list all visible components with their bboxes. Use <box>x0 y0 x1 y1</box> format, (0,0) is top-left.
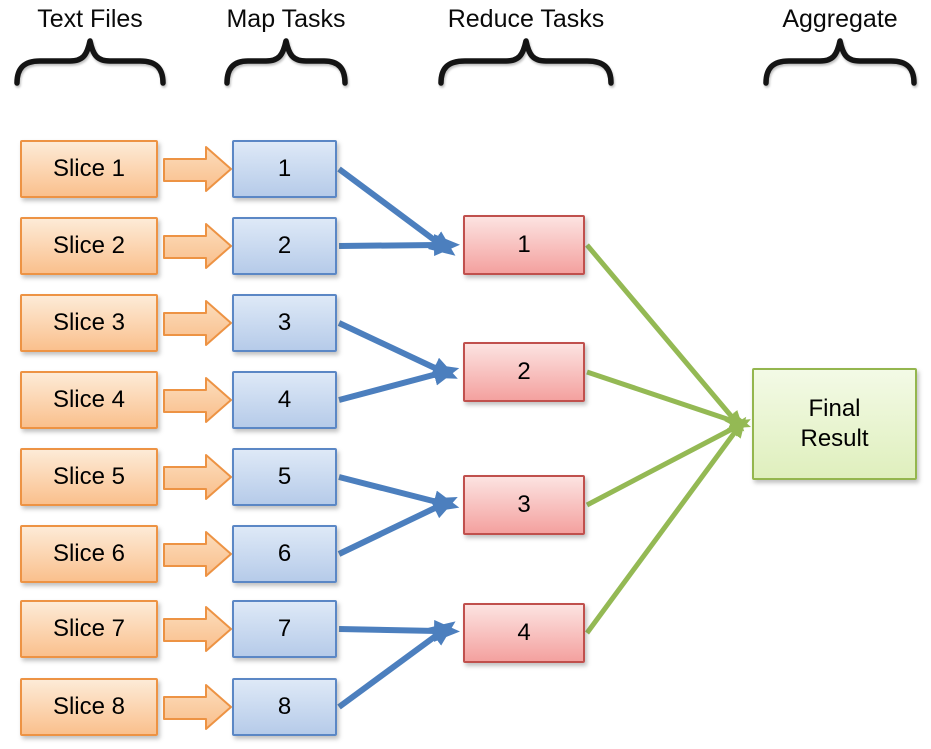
map-task-box: 6 <box>232 525 337 583</box>
slice-to-map-arrow-icon <box>163 300 232 346</box>
map-task-box: 4 <box>232 371 337 429</box>
slice-box: Slice 4 <box>20 371 158 429</box>
column-label: Reduce Tasks <box>447 5 605 33</box>
brace-icon <box>438 38 614 86</box>
slice-to-map-arrow-icon <box>163 377 232 423</box>
slice-label: Slice 6 <box>52 540 126 567</box>
map-task-box: 8 <box>232 678 337 736</box>
map-task-label: 1 <box>277 155 292 182</box>
slice-to-map-arrow-icon <box>163 606 232 652</box>
map-task-label: 2 <box>277 232 292 259</box>
slice-to-map-arrow-icon <box>163 684 232 730</box>
slice-label: Slice 7 <box>52 615 126 642</box>
reduce-task-label: 2 <box>517 358 531 385</box>
map-task-box: 7 <box>232 600 337 658</box>
brace-icon <box>763 38 917 86</box>
brace-icon <box>224 38 348 86</box>
slice-box: Slice 1 <box>20 140 158 198</box>
reduce-task-label: 1 <box>517 231 531 258</box>
final-result-label: Final Result <box>800 395 869 452</box>
map-to-reduce-arrow <box>337 166 456 256</box>
slice-to-map-arrow-icon <box>163 454 232 500</box>
map-to-reduce-arrow <box>338 619 460 642</box>
slice-label: Slice 1 <box>52 155 126 182</box>
reduce-to-final-arrow <box>585 419 751 508</box>
map-task-label: 3 <box>277 309 292 336</box>
slice-label: Slice 4 <box>52 386 126 413</box>
slice-box: Slice 5 <box>20 448 158 506</box>
slice-to-map-arrow-icon <box>163 223 232 269</box>
column-header-text-files: Text Files <box>14 4 166 86</box>
map-to-reduce-arrow <box>338 234 460 257</box>
column-label: Map Tasks <box>226 5 346 33</box>
reduce-task-box: 1 <box>463 215 585 275</box>
slice-label: Slice 3 <box>52 309 126 336</box>
map-task-box: 2 <box>232 217 337 275</box>
map-task-label: 6 <box>277 540 292 567</box>
map-to-reduce-arrow <box>337 621 456 710</box>
column-header-map-tasks: Map Tasks <box>224 4 348 86</box>
map-task-box: 5 <box>232 448 337 506</box>
slice-to-map-arrow-icon <box>163 531 232 577</box>
reduce-to-final-arrow <box>586 369 752 429</box>
map-task-box: 3 <box>232 294 337 352</box>
map-task-label: 8 <box>277 693 292 720</box>
map-to-reduce-arrow <box>337 497 458 557</box>
map-to-reduce-arrow <box>338 474 460 512</box>
column-label: Text Files <box>37 5 143 33</box>
reduce-task-box: 2 <box>463 342 585 402</box>
reduce-task-label: 3 <box>517 491 531 518</box>
reduce-task-label: 4 <box>517 619 531 646</box>
column-header-reduce-tasks: Reduce Tasks <box>438 4 614 86</box>
brace-icon <box>14 38 166 86</box>
map-task-label: 7 <box>277 615 292 642</box>
map-to-reduce-arrow <box>338 364 460 403</box>
final-result-box: Final Result <box>752 368 917 480</box>
slice-box: Slice 8 <box>20 678 158 736</box>
reduce-to-final-arrow <box>584 416 747 635</box>
slice-label: Slice 8 <box>52 693 126 720</box>
slice-box: Slice 6 <box>20 525 158 583</box>
map-task-label: 5 <box>277 463 292 490</box>
slice-label: Slice 2 <box>52 232 126 259</box>
slice-box: Slice 2 <box>20 217 158 275</box>
reduce-to-final-arrow <box>585 243 745 432</box>
reduce-task-box: 4 <box>463 603 585 663</box>
map-task-label: 4 <box>277 386 292 413</box>
slice-box: Slice 3 <box>20 294 158 352</box>
column-header-aggregate: Aggregate <box>763 4 917 86</box>
slice-label: Slice 5 <box>52 463 126 490</box>
column-label: Aggregate <box>782 5 898 33</box>
reduce-task-box: 3 <box>463 475 585 535</box>
map-to-reduce-arrow <box>337 320 458 379</box>
map-task-box: 1 <box>232 140 337 198</box>
slice-box: Slice 7 <box>20 600 158 658</box>
slice-to-map-arrow-icon <box>163 146 232 192</box>
